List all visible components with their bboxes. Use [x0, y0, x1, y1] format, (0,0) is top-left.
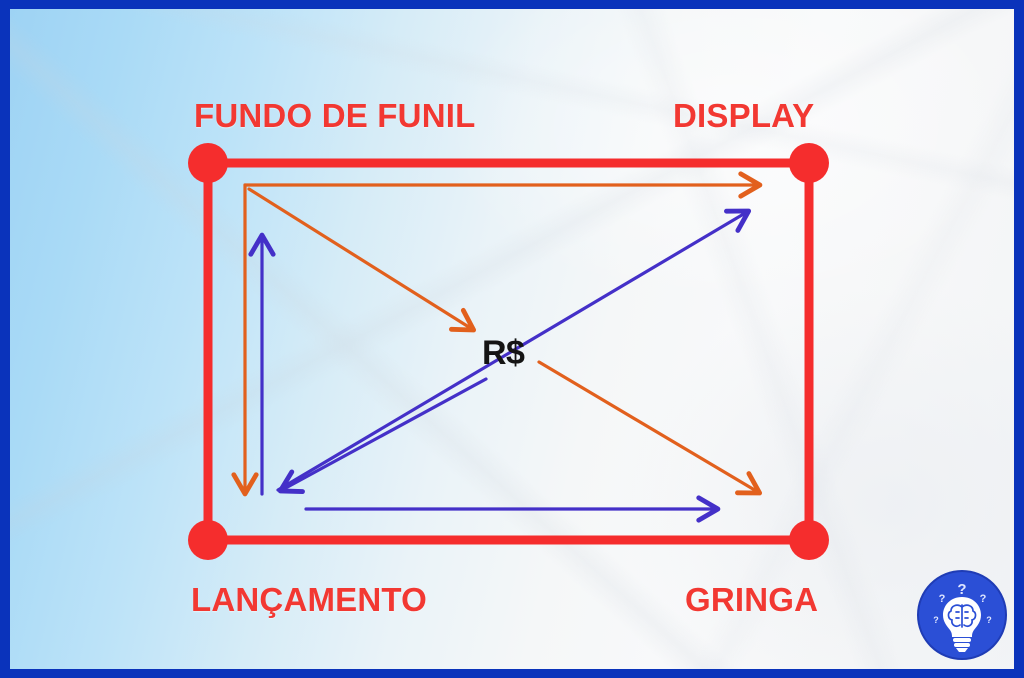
- logo-brain-icon: [947, 604, 977, 628]
- orange-arrow-diagonal-to-center: [247, 187, 477, 333]
- orange-arrow-diagonal-to-gringa: [537, 360, 763, 496]
- logo-bulb-base-2: [954, 643, 970, 647]
- svg-text:?: ?: [933, 615, 939, 625]
- logo-bulb-base-3: [956, 648, 968, 652]
- diagram-vector-layer: [188, 143, 829, 560]
- logo-circle-ring: [917, 570, 1007, 660]
- label-display: DISPLAY: [673, 97, 815, 134]
- orange-arrow-group: [231, 171, 763, 497]
- red-frame-connectors: [203, 158, 814, 545]
- label-center-currency: R$: [482, 334, 525, 372]
- diagram-canvas: FUNDO DE FUNIL DISPLAY LANÇAMENTO GRINGA…: [10, 9, 1014, 669]
- blue-arrow-diagonal-to-display: [276, 208, 752, 492]
- node-group: [188, 143, 829, 560]
- node-display[interactable]: [789, 143, 829, 183]
- blue-arrow-diagonal-to-lancamento: [277, 377, 488, 494]
- blue-arrow-group: [248, 208, 752, 523]
- logo-bulb-base-1: [953, 638, 971, 642]
- node-fundo-de-funil[interactable]: [188, 143, 228, 183]
- svg-text:?: ?: [957, 581, 966, 598]
- label-lancamento: LANÇAMENTO: [191, 581, 428, 618]
- label-gringa: GRINGA: [685, 581, 819, 618]
- node-gringa[interactable]: [789, 520, 829, 560]
- svg-text:?: ?: [939, 593, 946, 605]
- logo-question-marks: ? ? ? ? ?: [933, 581, 992, 625]
- node-lancamento[interactable]: [188, 520, 228, 560]
- svg-text:?: ?: [986, 615, 992, 625]
- brain-lightbulb-logo[interactable]: ? ? ? ? ?: [914, 567, 1010, 663]
- label-fundo-de-funil: FUNDO DE FUNIL: [194, 97, 476, 134]
- svg-text:?: ?: [980, 593, 987, 605]
- logo-svg: ? ? ? ? ?: [917, 570, 1007, 660]
